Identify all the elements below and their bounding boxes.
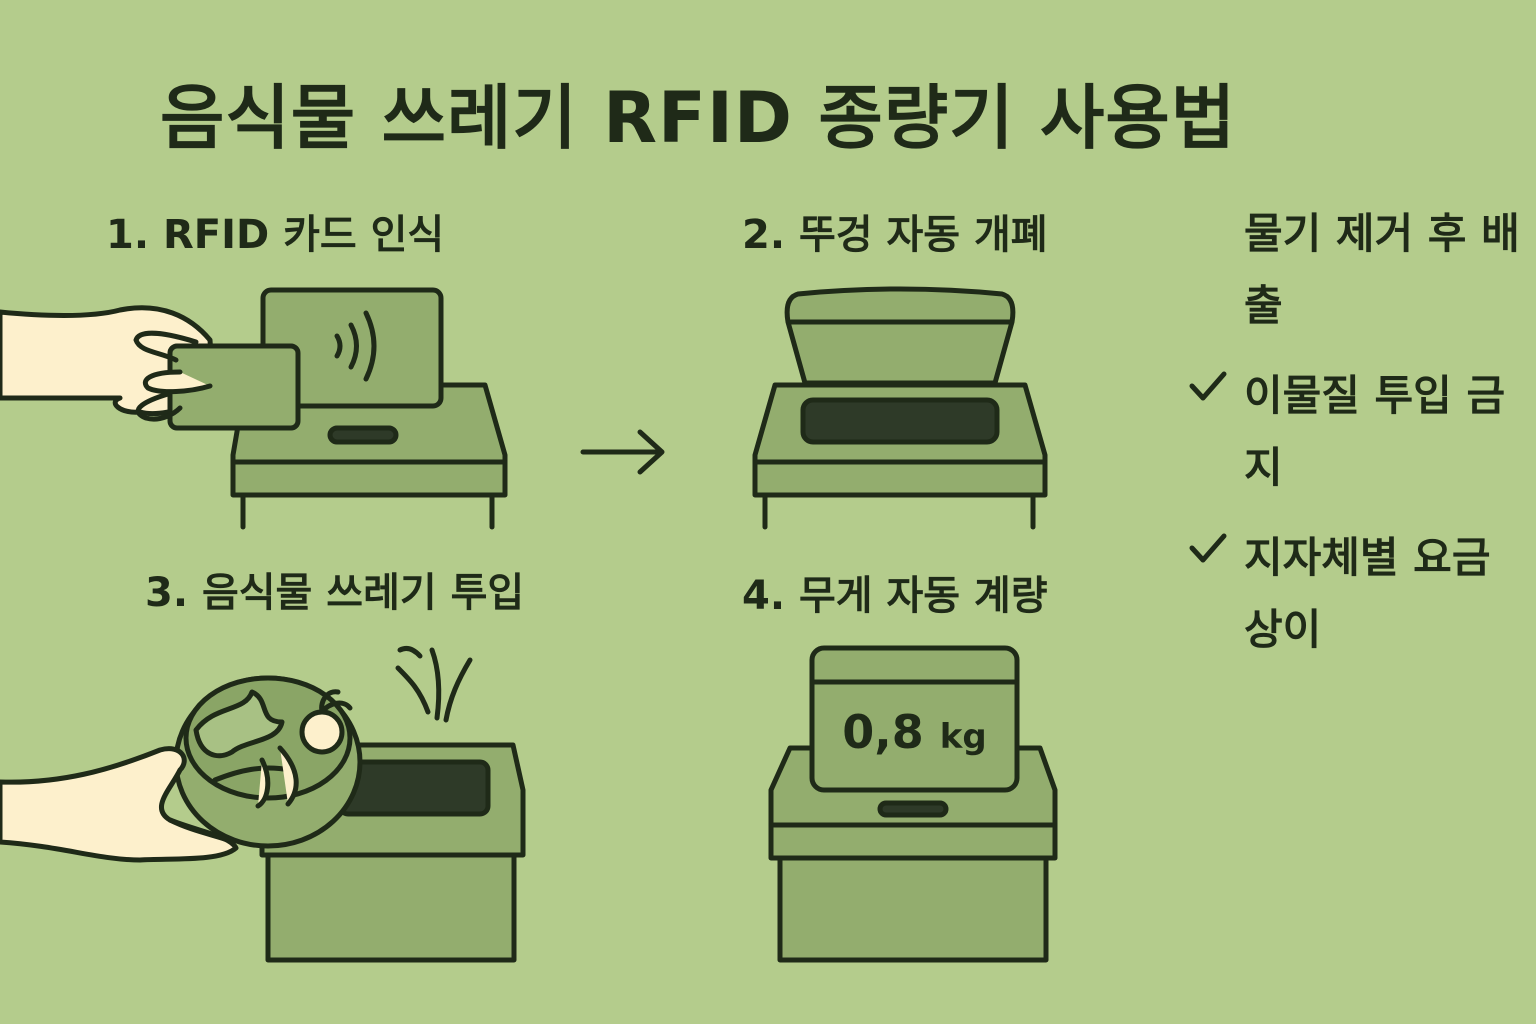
tip-text: 지자체별 요금 상이 — [1244, 533, 1491, 654]
scale-machine — [768, 645, 1058, 963]
hand-with-card — [0, 305, 301, 431]
scale-readout: 0,8 kg — [812, 705, 1017, 759]
step-1-label: 1. RFID 카드 인식 — [106, 212, 445, 258]
step-2-label: 2. 뚜겅 자동 개폐 — [742, 212, 1048, 258]
tips-list: 물기 제거 후 배출 이물질 투입 금지 지자체별 요금 상이 — [1186, 198, 1531, 684]
check-icon — [1189, 533, 1227, 563]
arrow-right-icon — [580, 429, 665, 475]
step-3-label: 3. 음식물 쓰레기 투입 — [145, 570, 525, 616]
tip-item: 지자체별 요금 상이 — [1186, 522, 1531, 666]
check-icon — [1189, 371, 1227, 401]
tip-text: 물기 제거 후 배출 — [1244, 209, 1520, 330]
scale-value: 0,8 — [842, 705, 924, 759]
tip-text: 이물질 투입 금지 — [1244, 371, 1506, 492]
step-4-label: 4. 무게 자동 계량 — [742, 573, 1048, 619]
steam-lines — [395, 646, 473, 723]
lid — [784, 286, 1016, 386]
page-title: 음식물 쓰레기 RFID 종량기 사용법 — [160, 77, 1237, 159]
tip-item: 이물질 투입 금지 — [1186, 360, 1531, 504]
rfid-reader-machine — [230, 287, 508, 530]
food-bowl — [173, 675, 363, 849]
scale-unit: kg — [939, 717, 987, 757]
rfid-signal-icon — [334, 310, 377, 382]
tip-item: 물기 제거 후 배출 — [1186, 198, 1531, 342]
lid-open-machine — [752, 286, 1048, 530]
hand-with-bowl — [0, 746, 239, 863]
